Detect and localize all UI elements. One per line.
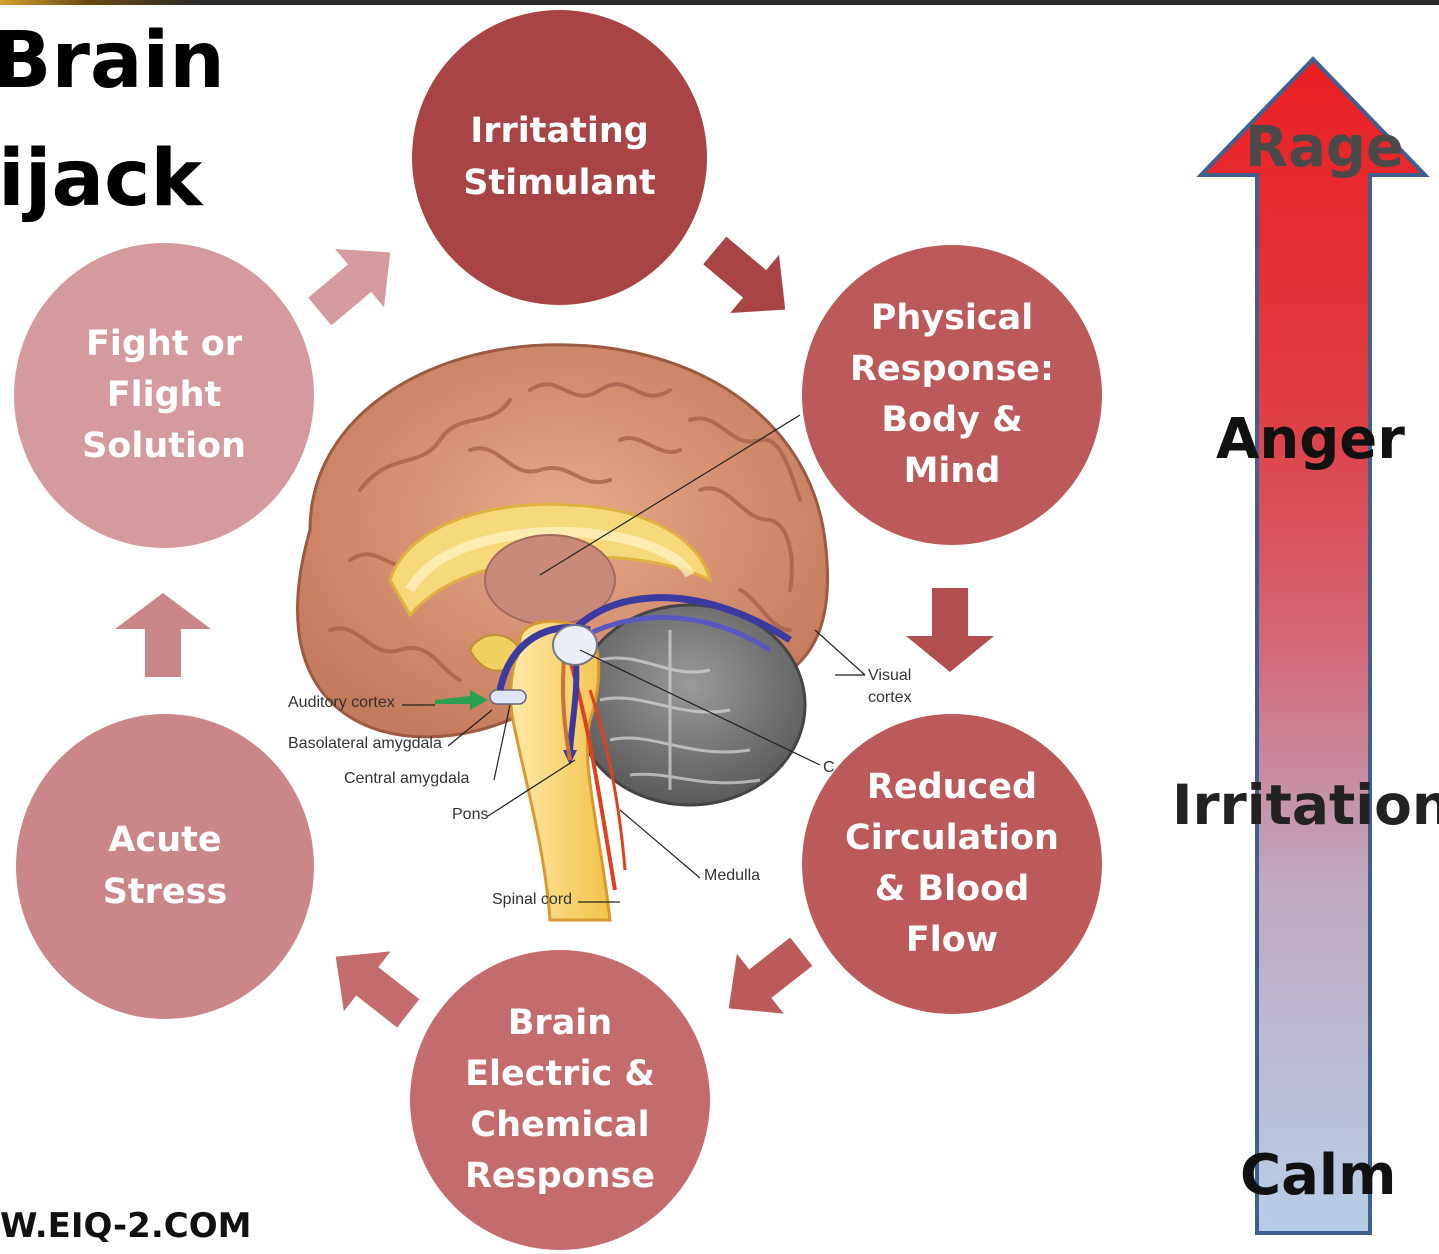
cycle-arrow-4 bbox=[312, 925, 432, 1045]
amygdala-marker bbox=[490, 690, 526, 704]
label-basolateral-amygdala: Basolateral amygdala bbox=[288, 735, 442, 753]
cycle-node-label: Physical Response: Body & Mind bbox=[850, 293, 1054, 497]
footer-website: W.EIQ-2.COM bbox=[0, 1206, 251, 1246]
cerebellum bbox=[575, 605, 805, 805]
emotion-scale-arrow bbox=[1195, 55, 1431, 1240]
cycle-node-label: Fight or Flight Solution bbox=[82, 319, 246, 472]
cycle-node-brain-response: Brain Electric & Chemical Response bbox=[410, 950, 710, 1250]
cycle-arrow-6 bbox=[295, 222, 415, 342]
scale-label-rage: Rage bbox=[1245, 120, 1404, 176]
title-line-2: ijack bbox=[0, 140, 202, 218]
label-c: C bbox=[823, 759, 835, 777]
scale-label-calm: Calm bbox=[1240, 1148, 1396, 1204]
label-spinal-cord: Spinal cord bbox=[492, 891, 572, 909]
scale-label-irritation: Irritation bbox=[1172, 778, 1439, 833]
cycle-node-label: Irritating Stimulant bbox=[463, 106, 656, 208]
label-cortex: cortex bbox=[868, 689, 912, 707]
cycle-arrow-5 bbox=[108, 585, 218, 685]
cycle-arrow-3 bbox=[705, 920, 825, 1040]
brain-svg bbox=[270, 330, 870, 930]
cycle-arrow-2 bbox=[890, 580, 1010, 680]
cycle-node-irritating-stimulant: Irritating Stimulant bbox=[412, 10, 707, 305]
label-auditory-cortex: Auditory cortex bbox=[288, 694, 395, 712]
cycle-node-label: Brain Electric & Chemical Response bbox=[465, 998, 655, 1202]
top-accent-bar bbox=[0, 0, 1439, 5]
title-line-1: Brain bbox=[0, 22, 225, 100]
brain-illustration: Auditory cortex Basolateral amygdala Cen… bbox=[270, 330, 870, 930]
cycle-arrow-1 bbox=[690, 220, 810, 340]
scale-label-anger: Anger bbox=[1216, 412, 1405, 468]
label-central-amygdala: Central amygdala bbox=[344, 770, 469, 788]
label-pons: Pons bbox=[452, 806, 488, 824]
cycle-node-label: Acute Stress bbox=[103, 815, 228, 917]
cycle-node-fight-or-flight: Fight or Flight Solution bbox=[14, 243, 314, 548]
cycle-node-label: Reduced Circulation & Blood Flow bbox=[845, 762, 1059, 966]
label-visual: Visual bbox=[868, 667, 911, 685]
label-medulla: Medulla bbox=[704, 867, 760, 885]
